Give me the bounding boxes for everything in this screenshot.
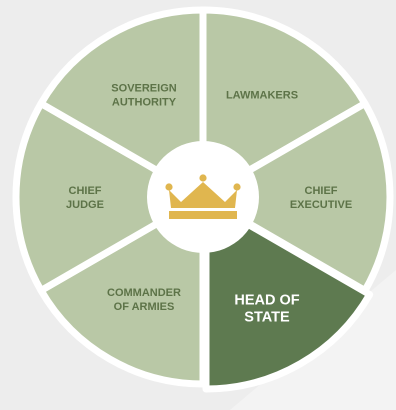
segment-label-line: COMMANDER: [107, 287, 181, 299]
segment-label-line: STATE: [244, 309, 290, 325]
segment-label-sovereign-authority: SOVEREIGN AUTHORITY: [111, 83, 176, 109]
segment-label-line: JUDGE: [66, 199, 104, 211]
segment-label-chief-executive: CHIEF EXECUTIVE: [290, 185, 352, 211]
segment-label-line: CHIEF: [305, 185, 338, 197]
segment-label-line: CHIEF: [69, 185, 102, 197]
segment-label-line: HEAD OF: [234, 292, 299, 308]
crown-icon: [165, 174, 241, 219]
segment-label-line: EXECUTIVE: [290, 199, 352, 211]
segment-label-line: LAWMAKERS: [226, 90, 298, 102]
segment-sovereign-authority: [37, 6, 207, 201]
segment-lawmakers: [199, 6, 369, 201]
segment-chief-executive: [199, 100, 394, 294]
segment-label-line: AUTHORITY: [112, 97, 177, 109]
segment-label-line: SOVEREIGN: [111, 83, 176, 95]
segment-head-of-state: [202, 196, 374, 393]
segment-chief-judge: [12, 100, 207, 294]
hub: [147, 141, 259, 253]
segment-label-lawmakers: LAWMAKERS: [226, 90, 298, 102]
segment-label-chief-judge: CHIEF JUDGE: [66, 185, 104, 211]
segment-label-commander-of-armies: COMMANDER OF ARMIES: [107, 287, 181, 313]
segment-commander-of-armies: [37, 193, 207, 388]
segment-label-line: OF ARMIES: [114, 301, 175, 313]
